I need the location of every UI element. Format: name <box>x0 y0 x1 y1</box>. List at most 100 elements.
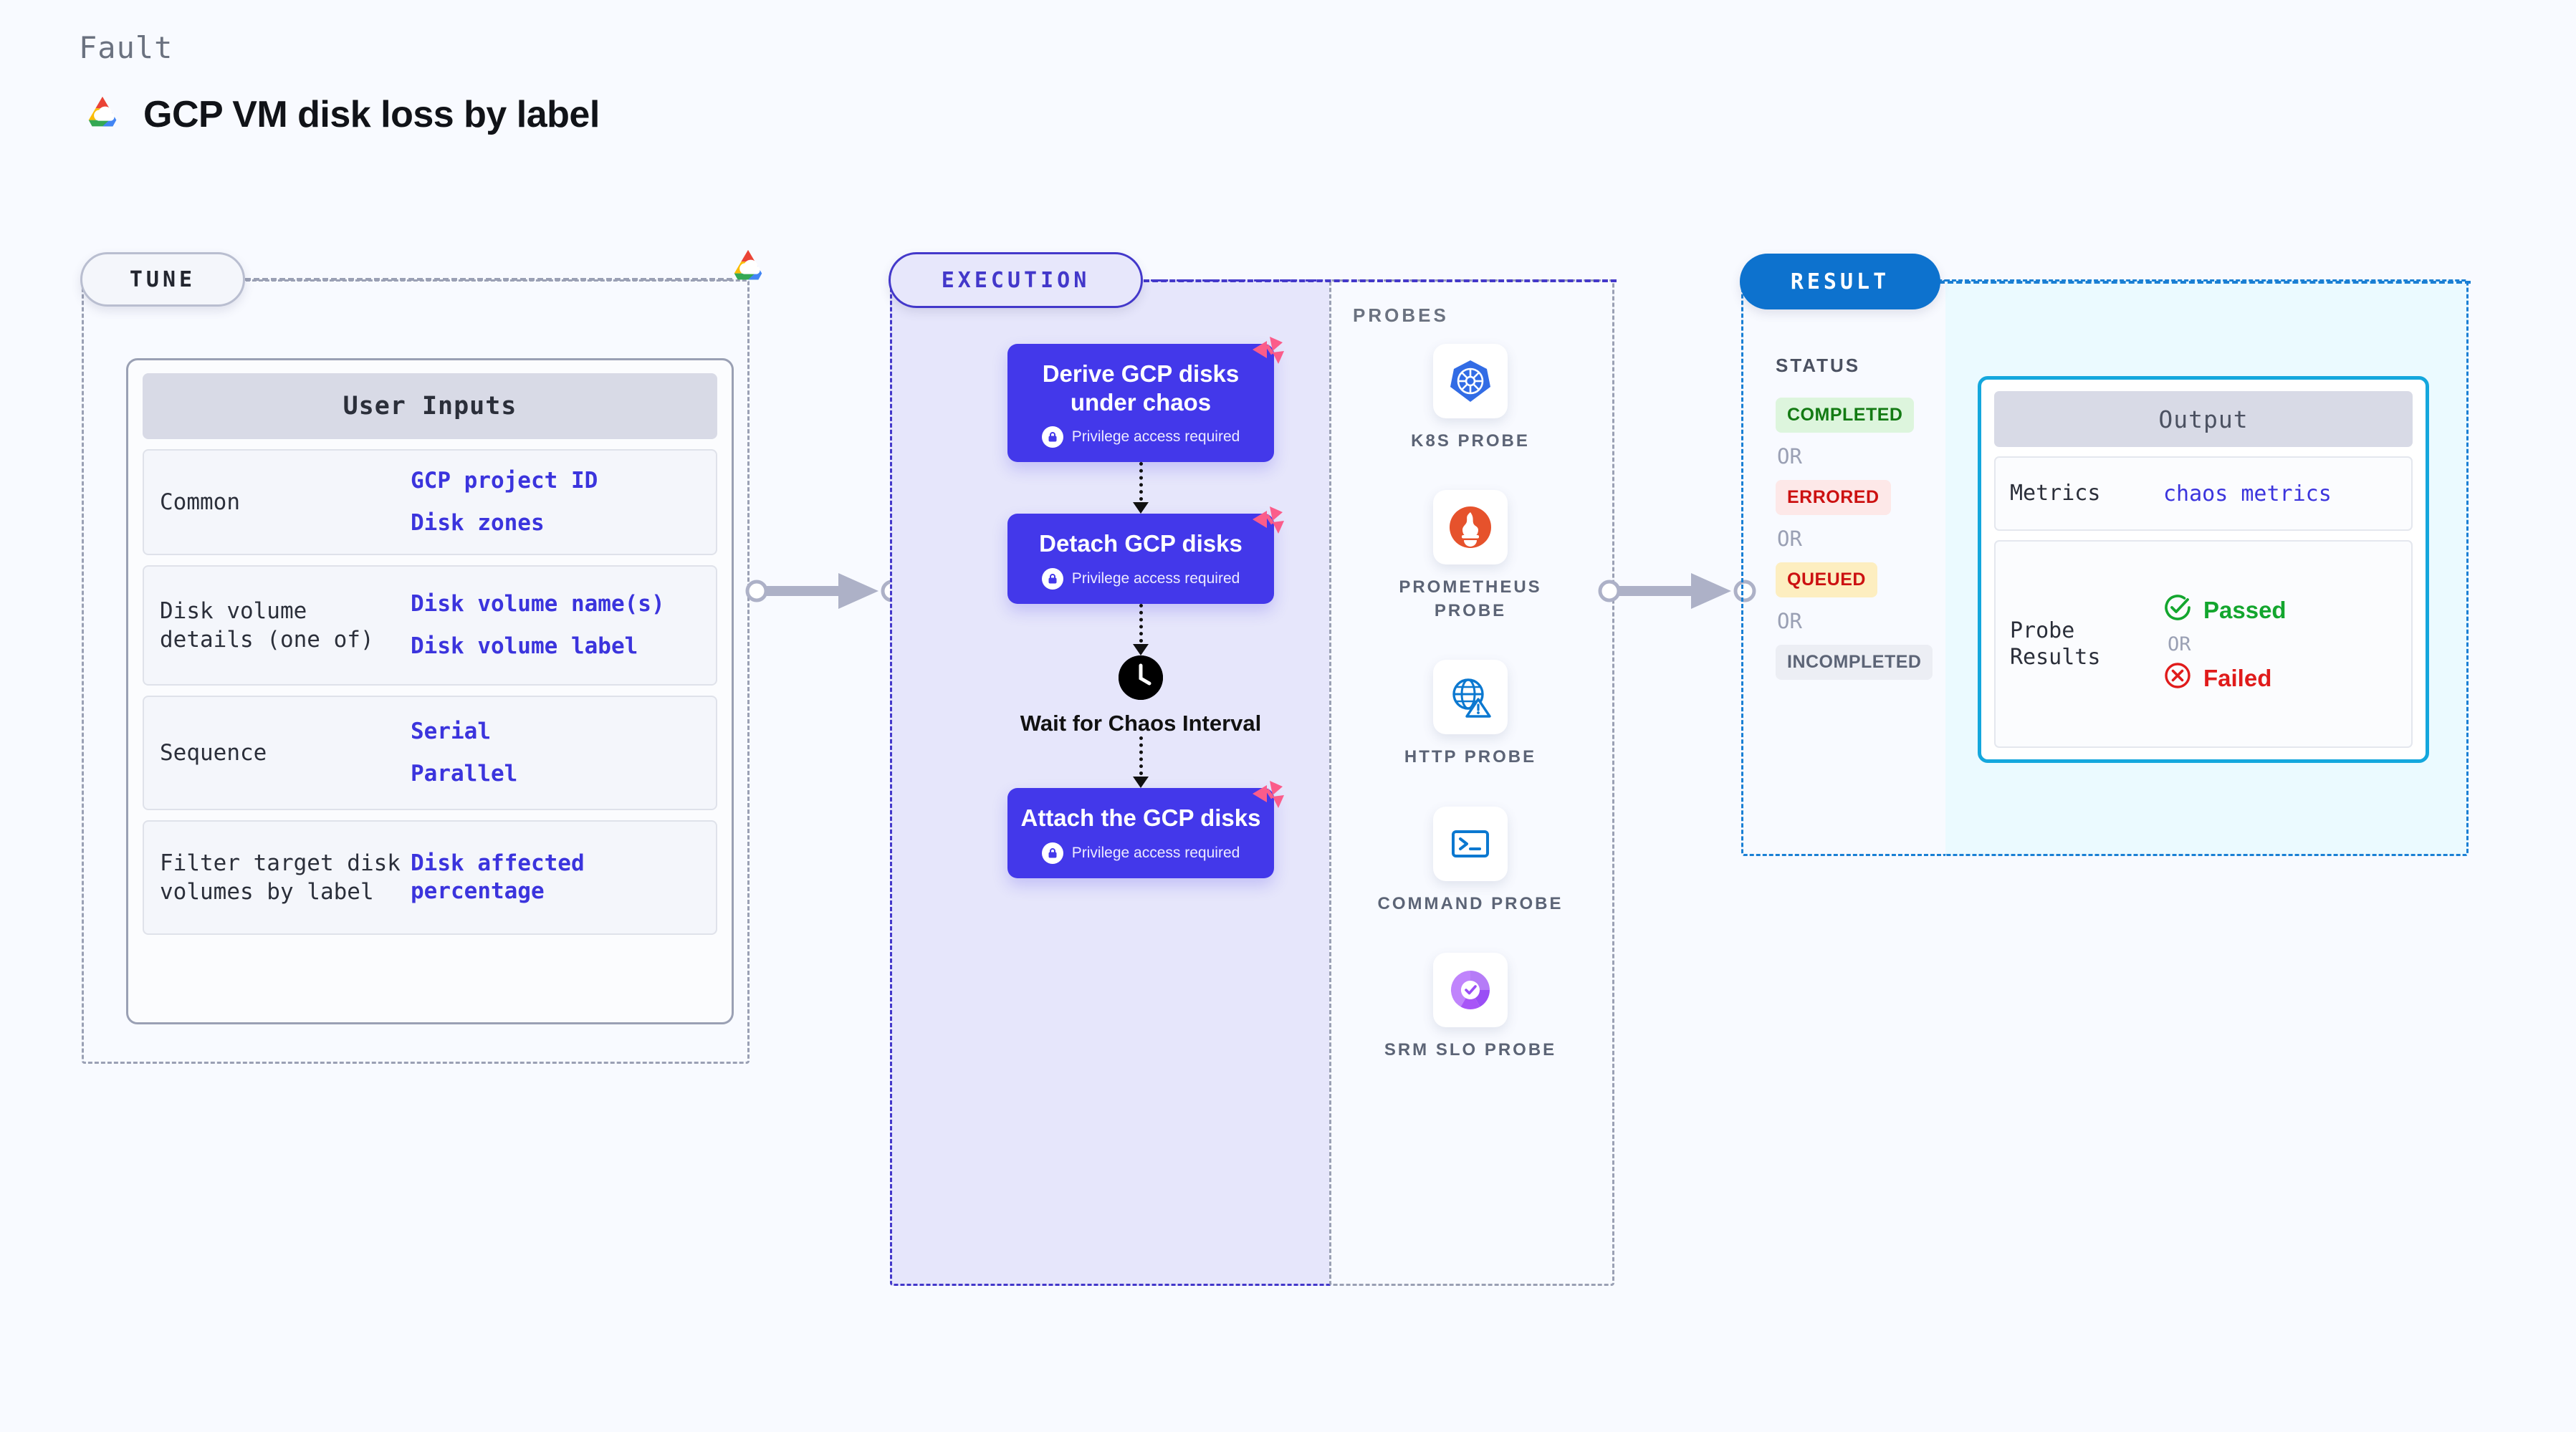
page-title-row: GCP VM disk loss by label <box>80 93 600 136</box>
status-badge-errored: ERRORED <box>1776 480 1891 515</box>
harness-ribbon-icon <box>1248 502 1285 543</box>
output-metrics-key: Metrics <box>2010 481 2101 506</box>
probe-label: COMMAND PROBE <box>1377 893 1564 913</box>
execution-dashed-connector <box>1144 279 1617 282</box>
output-row-probe-results[interactable]: Probe Results Passed OR <box>1994 540 2413 748</box>
flow-node-detach-disks[interactable]: Detach GCP disks Privilege access requir… <box>1007 506 1284 604</box>
flow-node-subtitle: Privilege access required <box>1071 844 1240 861</box>
user-input-value: Serial <box>411 719 491 745</box>
flow-node-derive-disks[interactable]: Derive GCP disks under chaos Privilege a… <box>1007 337 1284 463</box>
execution-flow: Derive GCP disks under chaos Privilege a… <box>962 337 1320 878</box>
http-globe-icon <box>1433 660 1508 735</box>
user-input-key: Sequence <box>160 739 267 766</box>
status-or-label: OR <box>1777 444 1802 468</box>
terminal-icon <box>1433 806 1508 881</box>
execution-badge[interactable]: EXECUTION <box>889 252 1143 308</box>
user-input-value: Disk volume label <box>411 633 638 659</box>
probes-list: K8S PROBE PROMETHEUS PROBE <box>1363 344 1578 1062</box>
kubernetes-icon <box>1433 344 1508 418</box>
flow-node-attach-disks[interactable]: Attach the GCP disks Privilege access re… <box>1007 780 1284 878</box>
probe-result-or-label: OR <box>2168 633 2191 655</box>
probe-label: PROMETHEUS PROBE <box>1399 577 1542 620</box>
output-row-metrics[interactable]: Metrics chaos metrics <box>1994 456 2413 531</box>
flow-arrow <box>1133 462 1149 514</box>
page-title: GCP VM disk loss by label <box>143 94 600 135</box>
probe-label: SRM SLO PROBE <box>1384 1039 1557 1059</box>
user-input-row[interactable]: Sequence Serial Parallel <box>143 696 717 810</box>
status-badge-queued: QUEUED <box>1776 562 1877 597</box>
tune-dashed-connector <box>245 278 732 281</box>
probe-result-failed-label: Failed <box>2203 664 2272 691</box>
connector-execution-to-result <box>1598 573 1756 609</box>
probe-item-srm-slo[interactable]: SRM SLO PROBE <box>1363 952 1578 1062</box>
flow-node-title: Detach GCP disks <box>1039 530 1242 557</box>
probes-region <box>1329 279 1614 1286</box>
user-input-key: Filter target disk volumes by label <box>160 850 401 905</box>
user-inputs-card: User Inputs Common GCP project ID Disk z… <box>126 358 734 1024</box>
probe-item-command[interactable]: COMMAND PROBE <box>1363 806 1578 916</box>
probe-result-passed: Passed <box>2163 593 2287 628</box>
user-input-value: GCP project ID <box>411 468 598 494</box>
flow-node-title: Derive GCP disks under chaos <box>1042 360 1240 415</box>
gcp-cloud-icon <box>80 94 125 136</box>
probe-item-k8s[interactable]: K8S PROBE <box>1363 344 1578 453</box>
status-title: STATUS <box>1776 355 1861 376</box>
tune-badge[interactable]: TUNE <box>80 252 245 307</box>
flow-arrow <box>1133 736 1149 788</box>
status-list: COMPLETED OR ERRORED OR QUEUED OR INCOMP… <box>1776 398 1940 680</box>
output-metrics-value[interactable]: chaos metrics <box>2163 481 2332 506</box>
result-dashed-connector <box>1939 281 2471 284</box>
output-probe-results-key: Probe Results <box>2010 618 2101 671</box>
lock-icon <box>1041 426 1063 448</box>
probe-item-prometheus[interactable]: PROMETHEUS PROBE <box>1363 490 1578 623</box>
status-or-label: OR <box>1777 609 1802 633</box>
srm-slo-icon <box>1433 952 1508 1027</box>
clock-icon <box>1119 655 1163 700</box>
flow-arrow <box>1133 603 1149 655</box>
flow-node-subtitle: Privilege access required <box>1071 428 1240 446</box>
status-badge-completed: COMPLETED <box>1776 398 1915 433</box>
user-input-row[interactable]: Filter target disk volumes by label Disk… <box>143 820 717 935</box>
x-circle-icon <box>2163 661 2192 696</box>
user-input-value: Disk volume name(s) <box>411 591 665 618</box>
output-card: Output Metrics chaos metrics Probe Resul… <box>1978 376 2429 763</box>
user-inputs-title: User Inputs <box>143 373 717 439</box>
flow-node-wait-interval: Wait for Chaos Interval <box>962 655 1320 736</box>
tune-provider-gcp-icon <box>726 247 770 289</box>
user-input-row[interactable]: Disk volume details (one of) Disk volume… <box>143 565 717 686</box>
user-input-values: GCP project ID Disk zones <box>411 467 598 537</box>
harness-ribbon-icon <box>1248 332 1285 373</box>
probe-result-passed-label: Passed <box>2203 596 2287 623</box>
probe-result-failed: Failed <box>2163 661 2287 696</box>
connector-tune-to-execution <box>745 573 904 609</box>
page-eyebrow: Fault <box>79 30 173 65</box>
probes-title: PROBES <box>1353 304 1449 326</box>
probe-label: HTTP PROBE <box>1404 747 1537 767</box>
user-input-value: Disk zones <box>411 510 545 536</box>
flow-node-subtitle: Privilege access required <box>1071 570 1240 587</box>
lock-icon <box>1041 842 1063 864</box>
prometheus-icon <box>1433 490 1508 565</box>
user-input-value: Parallel <box>411 761 518 787</box>
flow-node-subtitle-row: Privilege access required <box>1020 567 1261 590</box>
result-badge[interactable]: RESULT <box>1740 254 1940 309</box>
user-input-values: Disk volume name(s) Disk volume label <box>411 590 665 660</box>
flow-node-wait-label: Wait for Chaos Interval <box>1020 710 1262 736</box>
user-input-key: Common <box>160 489 240 515</box>
check-circle-icon <box>2163 593 2192 628</box>
user-input-key: Disk volume details (one of) <box>160 597 374 653</box>
status-or-label: OR <box>1777 527 1802 551</box>
user-input-row[interactable]: Common GCP project ID Disk zones <box>143 449 717 555</box>
flow-node-subtitle-row: Privilege access required <box>1020 842 1261 864</box>
lock-icon <box>1041 567 1063 590</box>
status-badge-incompleted: INCOMPLETED <box>1776 645 1933 680</box>
flow-node-subtitle-row: Privilege access required <box>1020 426 1261 448</box>
probe-item-http[interactable]: HTTP PROBE <box>1363 660 1578 769</box>
user-input-values: Serial Parallel <box>411 718 517 788</box>
user-input-value: Disk affected percentage <box>411 850 585 904</box>
harness-ribbon-icon <box>1248 777 1285 817</box>
probe-label: K8S PROBE <box>1411 431 1530 451</box>
output-probe-results-values: Passed OR Failed <box>2163 593 2287 696</box>
flow-node-title: Attach the GCP disks <box>1020 804 1261 831</box>
